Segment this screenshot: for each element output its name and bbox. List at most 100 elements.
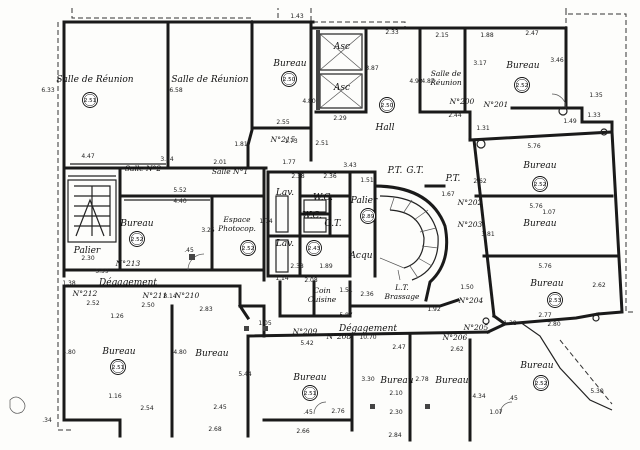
dimension-label: .45 [303,409,313,416]
svg-text:2.53: 2.53 [549,298,562,304]
dimension-label: 2.62 [450,346,464,353]
dimension-label: 1.51 [339,287,353,294]
dimension-label: 2.29 [333,115,347,122]
svg-text:2.50: 2.50 [381,103,394,109]
room-label-bureau-top-right: Bureau [505,61,539,71]
room-label-bureau-bottom-4: Bureau [379,376,413,386]
dimension-label: 2.78 [415,376,429,383]
dimension-label: 5.59 [95,268,109,275]
door-number: N°215 [270,135,296,144]
dimension-label: 2.76 [331,408,345,415]
svg-text:2.51: 2.51 [304,391,316,397]
dimension-label: 2.50 [141,302,155,309]
door-number: N°203 [457,220,483,229]
handwritten-text: Acqu [348,251,372,261]
room-code-lav-2: 2.43 [306,240,322,256]
svg-text:2.50: 2.50 [283,77,296,83]
dimension-label: 1.77 [282,159,296,166]
room-codes: 2.51 2.50 2.50 2.52 2.52 2.53 2.52 2.52 2.89 2.43… [82,71,563,401]
dimension-label: 3.87 [365,65,379,72]
dimension-label: 1.38 [62,280,76,287]
dimension-label: 4.80 [302,98,316,105]
dimension-label: 2.30 [81,255,95,262]
dimension-label: 1.50 [460,284,474,291]
dimension-label: 1.16 [108,393,122,400]
door-number: N°202 [457,198,483,207]
door-number: Salle N°1 [212,167,248,176]
dimension-label: 5.76 [527,143,541,150]
room-label-wc-2: W.C. [302,211,322,221]
room-label-pt-1: P.T. [387,166,403,176]
dimension-label: 1.35 [589,92,603,99]
room-label-hall: Hall [375,123,395,133]
dimension-label: .45 [184,247,194,254]
room-label-asc-2: Asc [333,83,350,93]
room-code-bureau-top: 2.50 [281,71,297,87]
dimension-label: 3.25 [201,227,215,234]
dimension-label: 1.88 [480,32,494,39]
room-code-hall: 2.50 [379,97,395,113]
dimension-label: 1.81 [234,141,248,148]
room-code-bureau-bottom-1: 2.51 [110,359,126,375]
door-number: N°213 [115,259,141,268]
dimension-label: 3.81 [481,231,495,238]
room-code-bureau-bottom-6: 2.52 [533,375,549,391]
dimension-label: 2.84 [388,432,402,439]
room-label-gt-2: G.T. [406,166,423,176]
dimension-label: 2.77 [538,312,552,319]
svg-text:2.51: 2.51 [112,365,124,371]
door-number: N°204 [458,296,484,305]
dimension-label: 4.92 [409,78,423,85]
dimension-label: 2.44 [448,112,462,119]
room-code-bureau-right-3: 2.53 [547,292,563,308]
dimension-label: .34 [42,417,52,424]
dimension-label: 1.26 [110,313,124,320]
dimension-label: 5.52 [173,187,187,194]
door-number: N°208 [326,332,352,341]
dimension-label: 4.87 [421,78,435,85]
door-number: N°212 [72,289,98,298]
door-number: N°211 [142,291,168,300]
dimension-label: 6.58 [169,87,183,94]
room-label-wc-1: W.C. [313,193,333,203]
dimension-label: 5.87 [339,312,353,319]
dimension-label: 2.54 [140,405,154,412]
dimension-label: 5.42 [300,340,314,347]
room-code-bureau-bottom-3: 2.51 [302,385,318,401]
door-number: N°205 [463,323,489,332]
dimension-label: 3.17 [473,60,487,67]
room-label-salle-reunion-1: Salle de Réunion [56,74,133,85]
dimension-label: 1.05 [258,320,272,327]
dimension-label: 1.74 [259,218,273,225]
dimension-label: 10.70 [359,334,376,341]
dimension-label: 2.36 [360,291,374,298]
room-label-bureau-bottom-6: Bureau [519,361,553,371]
dimension-label: 2.52 [86,300,100,307]
dimension-label: 1.31 [476,125,490,132]
dimension-label: 3.46 [550,57,564,64]
dimension-label: 4.34 [472,393,486,400]
room-label-bureau-right-3: Bureau [529,279,563,289]
dimension-label: 4.47 [81,153,95,160]
room-label-lav-1: Lav. [275,188,294,198]
dimension-label: 2.01 [213,159,227,166]
dimension-label: 2.38 [290,263,304,270]
walls [62,20,624,442]
dimension-label: 1.73 [284,138,298,145]
dimension-label: 2.45 [213,404,227,411]
room-label-bureau-top: Bureau [272,59,306,69]
dimension-label: 4.80 [62,349,76,356]
room-label-degagement-top: Dégagement [98,277,157,288]
svg-text:2.52: 2.52 [242,246,254,252]
dimension-label: 2.30 [389,409,403,416]
room-code-bureau-right-1: 2.52 [532,176,548,192]
facade-outline [57,8,636,431]
room-code-palier-center: 2.89 [360,208,376,224]
room-label-pt-2: P.T. [445,174,461,184]
dimension-label: 2.08 [304,277,318,284]
